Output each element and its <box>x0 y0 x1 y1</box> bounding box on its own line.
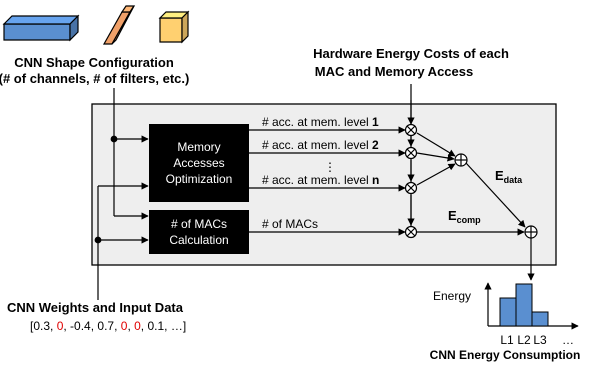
weight-value-text: , -0.4, 0.7, <box>63 319 120 333</box>
orange-filter-icon <box>102 5 136 45</box>
mem-opt-line2: Accesses <box>173 156 224 170</box>
mem-opt-line3: Optimization <box>166 172 233 186</box>
multiply-icon-n <box>404 181 418 195</box>
access-dots: ⋮ <box>324 160 336 174</box>
zero-weight-value: 0 <box>57 319 64 333</box>
multiply-nodes <box>404 123 418 239</box>
macs-calc-line1: # of MACs <box>171 217 227 231</box>
multiply-icon-1 <box>404 123 418 137</box>
multiply-icon-2 <box>404 146 418 160</box>
weights-title: CNN Weights and Input Data <box>7 300 184 315</box>
energy-caption: CNN Energy Consumption <box>430 348 581 362</box>
e-comp-label: Ecomp <box>448 208 481 225</box>
hardware-title: Hardware Energy Costs of each <box>313 46 509 61</box>
hardware-subtitle: MAC and Memory Access <box>315 64 473 79</box>
weight-value-text: [0.3, <box>30 319 57 333</box>
zero-weight-value: 0 <box>121 319 128 333</box>
access-level-n-label: # acc. at mem. level n <box>262 173 379 187</box>
num-macs-label: # of MACs <box>262 217 318 231</box>
weight-value-text: , <box>127 319 134 333</box>
macs-calc-line2: Calculation <box>169 233 228 247</box>
access-level-2-label: # acc. at mem. level 2 <box>262 138 379 152</box>
access-arrows <box>249 126 406 236</box>
macs-calculation-block <box>149 210 249 254</box>
multiply-icon-macs <box>404 225 418 239</box>
energy-bar-l2 <box>515 283 533 327</box>
yellow-cube-icon <box>158 10 190 44</box>
mem-opt-line1: Memory <box>177 140 220 154</box>
energy-bar-l3 <box>531 311 549 327</box>
energy-axis-label: Energy <box>433 289 471 303</box>
weight-value-text: , 0.1, …] <box>141 319 186 333</box>
energy-ellipsis: … <box>562 333 574 347</box>
plus-icon-data <box>454 153 468 167</box>
energy-bar-l1 <box>499 297 517 327</box>
cnn-shape-subtitle: (# of channels, # of filters, etc.) <box>0 71 189 86</box>
blue-tensor-icon <box>2 14 80 42</box>
energy-tick-l2: L2 <box>517 333 531 347</box>
energy-tick-l3: L3 <box>533 333 547 347</box>
cnn-shape-title: CNN Shape Configuration <box>14 55 174 70</box>
energy-tick-l1: L1 <box>500 333 514 347</box>
memory-accesses-optimization-block <box>149 124 249 202</box>
cnn-shape-icons <box>2 5 190 45</box>
zero-weight-value: 0 <box>134 319 141 333</box>
e-data-label: Edata <box>495 168 523 185</box>
access-level-1-label: # acc. at mem. level 1 <box>262 115 379 129</box>
sum-connectors <box>416 132 535 281</box>
weights-values: [0.3, 0, -0.4, 0.7, 0, 0, 0.1, …] <box>30 319 186 333</box>
plus-icon-total <box>524 225 538 239</box>
